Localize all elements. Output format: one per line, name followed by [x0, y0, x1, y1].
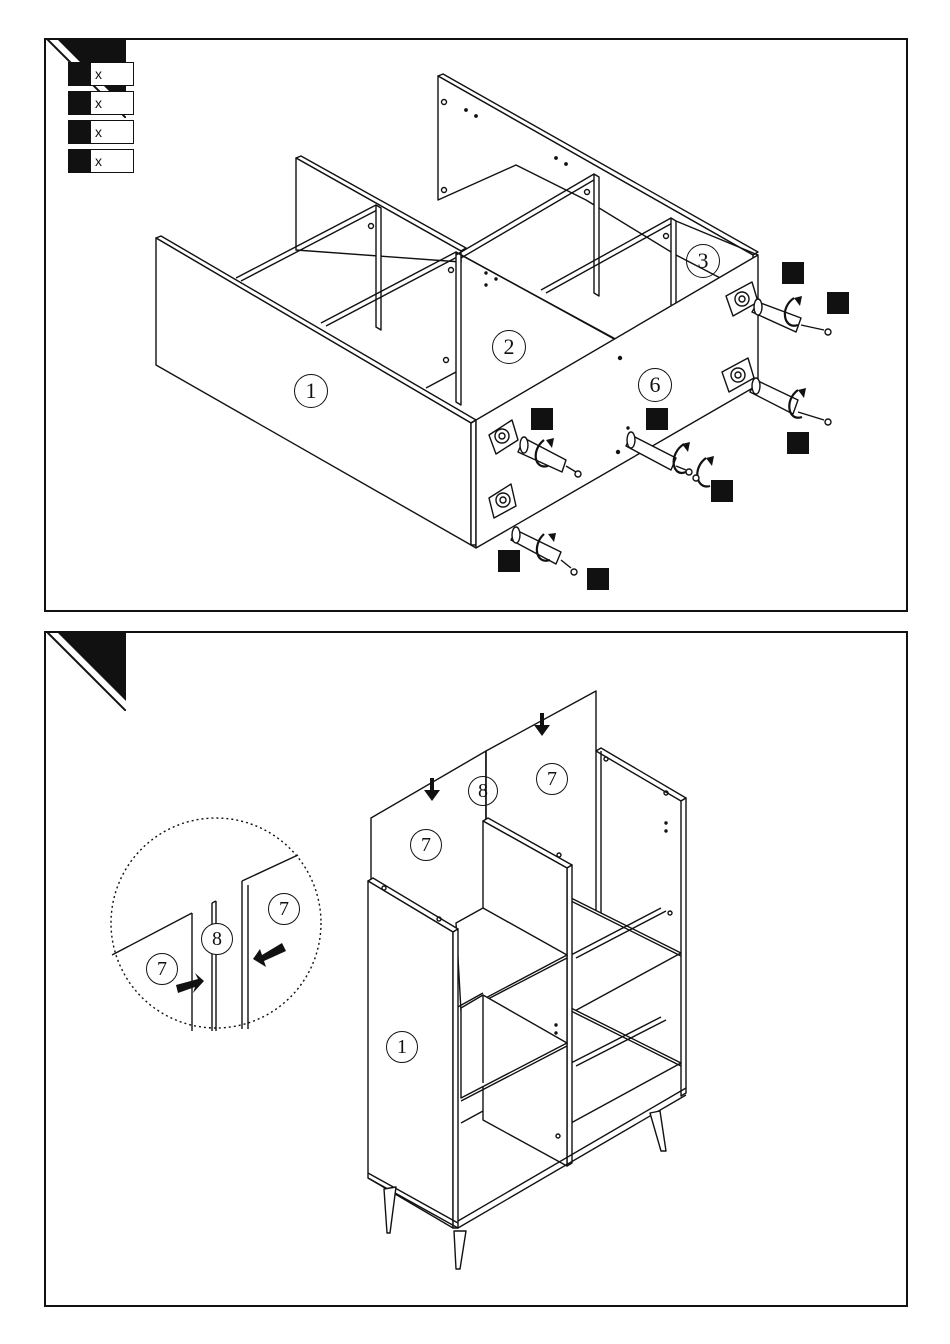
label-text: 7 — [279, 898, 289, 920]
label-text: 1 — [397, 1036, 407, 1058]
label-back-panel-right: 7 — [536, 763, 568, 795]
label-text: 6 — [650, 372, 661, 397]
leg-front-right — [752, 296, 831, 335]
leg-back-right — [750, 378, 831, 425]
label-center-divider: 2 — [492, 330, 526, 364]
right-shelves-drawing — [566, 898, 681, 1123]
label-right-divider: 3 — [686, 244, 720, 278]
label-side-panel: 1 — [294, 374, 328, 408]
step-1-panel: x x x x — [44, 38, 908, 612]
label-text: 2 — [504, 334, 515, 359]
label-text: 8 — [212, 928, 222, 950]
cabinet-upside-down-illustration — [46, 40, 906, 610]
label-back-panel-left: 7 — [410, 829, 442, 861]
step-2-panel: 1 7 7 8 7 7 8 — [44, 631, 908, 1307]
label-bottom-panel: 6 — [638, 368, 672, 402]
label-front-side-panel: 1 — [386, 1031, 418, 1063]
leg-center — [626, 432, 714, 486]
label-text: 8 — [478, 780, 488, 802]
detail-label-back-panel-left: 7 — [146, 953, 178, 985]
label-text: 7 — [547, 768, 557, 790]
label-text: 7 — [421, 834, 431, 856]
detail-label-back-panel-right: 7 — [268, 893, 300, 925]
label-text: 1 — [306, 378, 317, 403]
label-connector-strip: 8 — [468, 776, 498, 806]
label-text: 7 — [157, 958, 167, 980]
leg-back-left — [511, 527, 577, 575]
detail-label-connector-strip: 8 — [201, 923, 233, 955]
label-text: 3 — [698, 248, 709, 273]
